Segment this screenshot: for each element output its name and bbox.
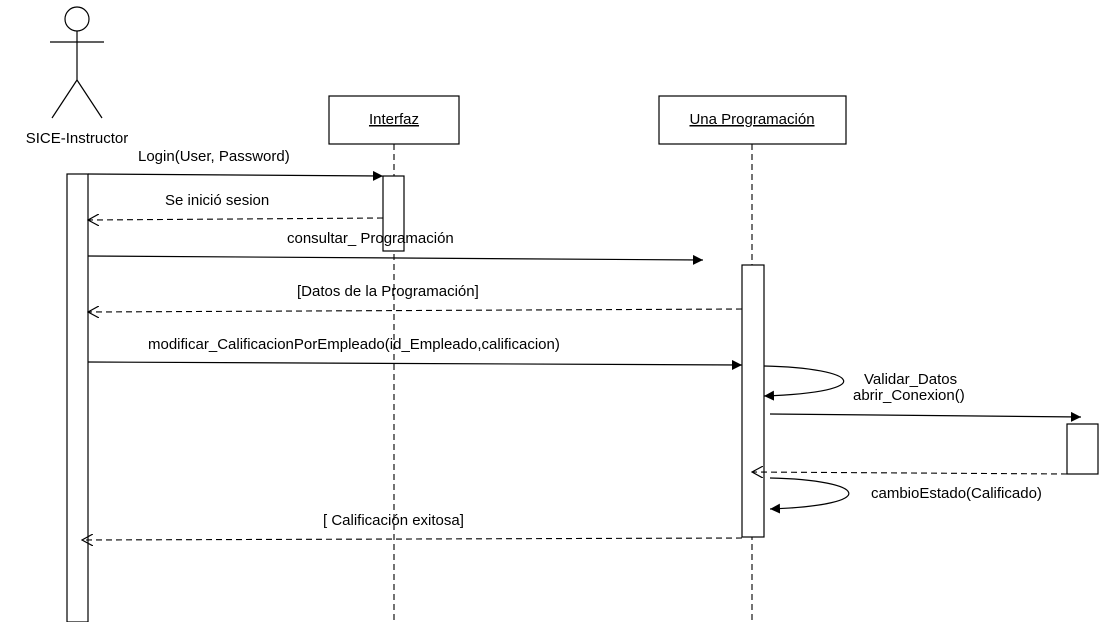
message-label-calificacion-return: [ Calificación exitosa] [323, 512, 464, 529]
message-arrow-conexion-return [752, 472, 1068, 474]
message-label-abrir-conexion: abrir_Conexion() [853, 387, 965, 404]
message-label-datos-return: [Datos de la Programación] [297, 283, 479, 300]
participant-box-interfaz [328, 95, 460, 145]
message-label-login-return: Se inició sesion [165, 192, 269, 209]
message-arrow-abrir-conexion [769, 411, 1082, 422]
actor-activation-bar [66, 173, 89, 622]
message-arrow-validar-datos [763, 365, 845, 401]
participant-label-programacion: Una Programación [689, 111, 814, 128]
message-arrow-login [87, 170, 384, 181]
message-arrow-datos-return [88, 309, 743, 312]
interfaz-activation-bar [382, 175, 405, 252]
programacion-activation-bar [741, 264, 765, 538]
message-arrow-modificar [87, 359, 743, 370]
message-label-validar-datos: Validar_Datos [864, 371, 957, 388]
message-arrow-cambio-estado [769, 477, 850, 514]
actor-figure [50, 6, 104, 119]
message-label-modificar: modificar_CalificacionPorEmpleado(id_Emp… [148, 336, 560, 353]
message-arrow-calificacion-return [82, 538, 743, 540]
participant-label-interfaz: Interfaz [369, 111, 419, 128]
message-label-consultar: consultar_ Programación [287, 230, 454, 247]
message-arrow-consultar [87, 254, 704, 265]
actor-label: SICE-Instructor [26, 130, 129, 147]
message-arrow-login-return [88, 218, 384, 220]
conexion-activation-bar [1066, 423, 1099, 475]
message-label-login: Login(User, Password) [138, 148, 290, 165]
message-label-cambio-estado: cambioEstado(Calificado) [871, 485, 1042, 502]
